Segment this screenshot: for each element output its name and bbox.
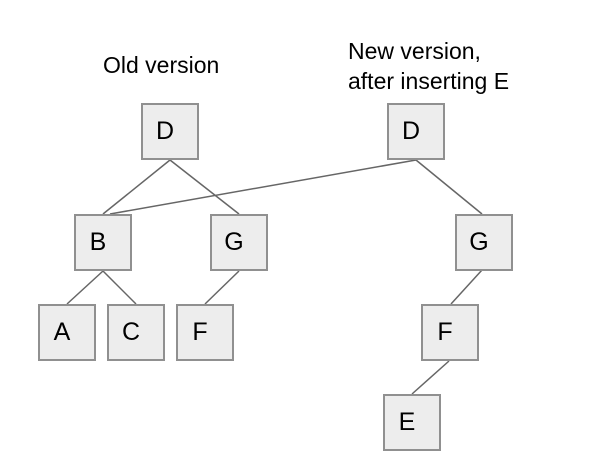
- node-label-old-a: A: [53, 318, 71, 346]
- node-label-new-g: G: [469, 228, 489, 256]
- edge-new-f--new-e: [411, 360, 450, 395]
- edge-new-d--old-b-shared: [109, 159, 417, 215]
- node-label-new-f: F: [437, 318, 453, 346]
- node-new-d: D: [387, 103, 445, 160]
- node-label-old-b: B: [89, 228, 107, 256]
- node-old-a: A: [38, 304, 96, 361]
- edge-old-b--old-c: [102, 270, 137, 305]
- node-label-old-g: G: [224, 228, 244, 256]
- node-old-b: B: [74, 214, 132, 271]
- node-new-g: G: [455, 214, 513, 271]
- node-label-new-e: E: [398, 408, 416, 436]
- node-new-e: E: [383, 394, 441, 451]
- edge-old-d--old-g: [169, 159, 240, 215]
- node-old-d: D: [141, 103, 199, 160]
- edge-old-g--old-f: [204, 270, 240, 305]
- node-old-c: C: [107, 304, 165, 361]
- new-version-title: New version, after inserting E: [348, 36, 509, 96]
- node-label-new-d: D: [401, 117, 421, 145]
- edge-new-g--new-f: [450, 269, 483, 305]
- node-old-g: G: [210, 214, 268, 271]
- edge-old-d--old-b: [102, 159, 171, 215]
- node-label-old-c: C: [121, 318, 141, 346]
- node-new-f: F: [421, 304, 479, 361]
- old-version-title: Old version: [103, 52, 220, 78]
- node-label-old-d: D: [155, 117, 175, 145]
- node-label-old-f: F: [192, 318, 208, 346]
- new-version-title-line2: after inserting E: [348, 68, 510, 94]
- edge-new-d--new-g: [415, 159, 483, 215]
- new-version-title-line1: New version,: [348, 38, 481, 64]
- edge-old-b--old-a: [66, 270, 104, 305]
- node-old-f: F: [176, 304, 234, 361]
